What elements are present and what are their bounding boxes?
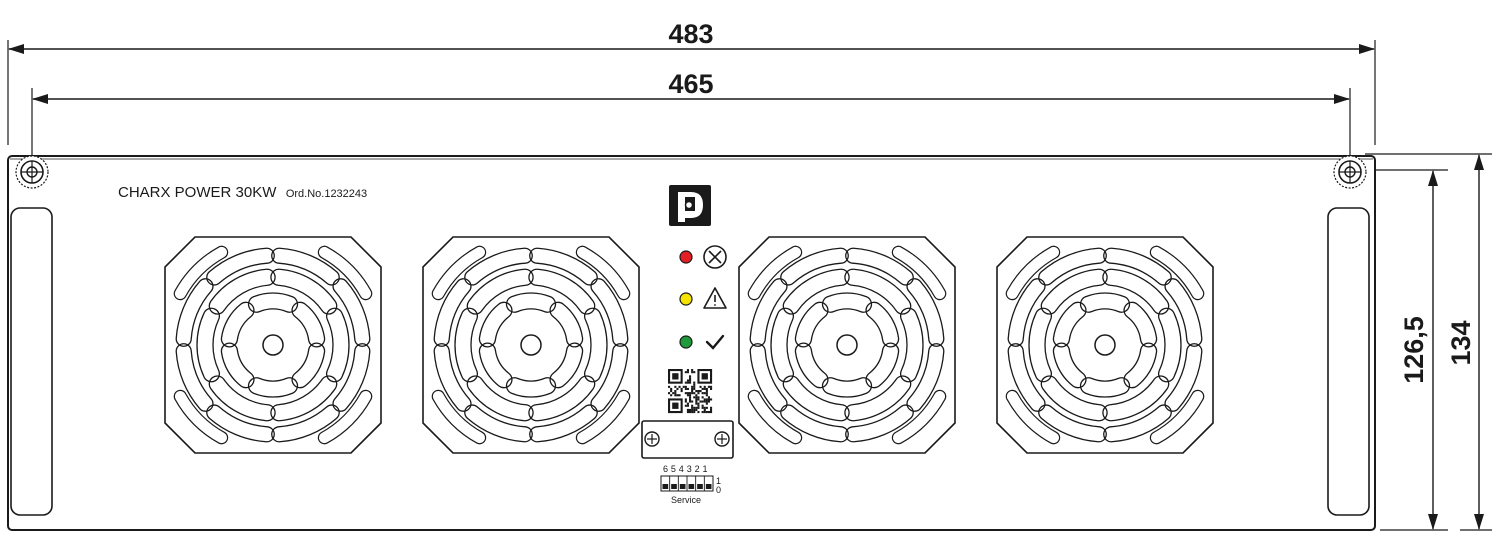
circle-x-icon	[703, 245, 727, 269]
led-ok	[679, 335, 693, 349]
status-led-error	[679, 245, 727, 269]
dip-switch-6[interactable]	[662, 484, 669, 489]
left-handle	[10, 207, 53, 516]
qr-code	[668, 369, 713, 414]
dip-switch-3[interactable]	[688, 484, 695, 489]
product-name: CHARX POWER 30KW	[118, 184, 277, 201]
fan-grille-2	[422, 236, 640, 454]
dimension-126-5-label: 126,5	[1399, 316, 1429, 384]
warning-triangle-icon	[703, 287, 727, 309]
dimension-465-label: 465	[668, 69, 713, 99]
fan-grille-4	[996, 236, 1214, 454]
led-warning	[679, 292, 693, 306]
phoenix-contact-logo	[669, 185, 711, 226]
mounting-screw-left	[15, 155, 49, 189]
right-handle	[1327, 207, 1370, 516]
service-cover-plate	[641, 420, 734, 459]
fan-grilles	[164, 236, 1214, 454]
dip-switch-state-on: 1	[716, 476, 721, 486]
led-error	[679, 250, 693, 264]
status-led-ok	[679, 334, 725, 350]
mounting-screw-right	[1333, 155, 1367, 189]
checkmark-icon	[705, 334, 725, 350]
cover-screw-left	[644, 431, 660, 447]
dimension-overall-width: 483	[7, 19, 1376, 145]
service-label: Service	[671, 495, 701, 505]
dimension-inner-height: 126,5	[1365, 169, 1448, 531]
order-number: Ord.No.1232243	[286, 188, 367, 200]
product-label: CHARX POWER 30KW Ord.No.1232243	[118, 184, 367, 201]
dimension-134-label: 134	[1446, 320, 1476, 365]
dimension-overall-height: 134	[1365, 153, 1492, 531]
dip-switch-numbers: 6 5 4 3 2 1	[663, 464, 708, 474]
status-led-warning	[679, 287, 727, 309]
dimension-483-label: 483	[668, 19, 713, 49]
dip-switch-4[interactable]	[679, 484, 686, 489]
dip-switch-state-off: 0	[716, 485, 721, 495]
dip-switch-1[interactable]	[705, 484, 712, 489]
dip-switch-5[interactable]	[671, 484, 677, 489]
dimension-mounting-width: 465	[31, 69, 1351, 165]
service-dip-switch[interactable]: 6 5 4 3 2 1 1 0 Service	[660, 464, 721, 505]
dip-switch-2[interactable]	[697, 484, 703, 489]
fan-grille-1	[164, 236, 382, 454]
fan-grille-3	[738, 236, 956, 454]
status-indicators	[679, 245, 727, 350]
cover-screw-right	[714, 431, 730, 447]
